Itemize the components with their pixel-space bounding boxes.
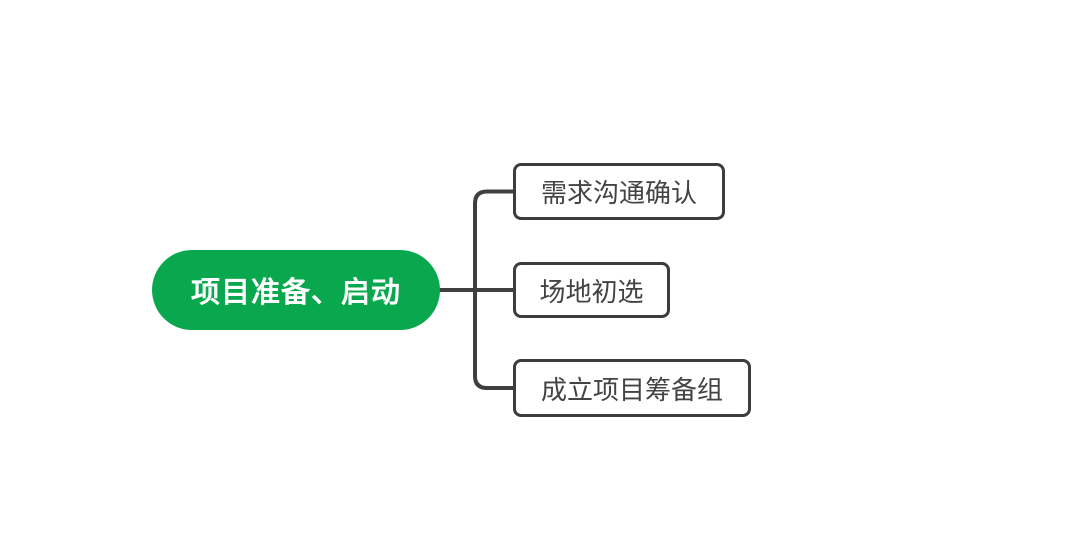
root-topic-label: 项目准备、启动 (190, 277, 401, 309)
child-topic-2[interactable]: 场地初选 (513, 262, 670, 318)
child-topic-1-label: 需求沟通确认 (540, 178, 697, 208)
child-topic-3[interactable]: 成立项目筹备组 (513, 359, 751, 417)
connector-trunk-top-bottom (473, 189, 515, 390)
child-topic-3-label: 成立项目筹备组 (540, 374, 723, 405)
child-topic-1[interactable]: 需求沟通确认 (513, 163, 725, 220)
child-topic-2-label: 场地初选 (539, 276, 644, 307)
root-topic[interactable]: 项目准备、启动 (152, 250, 440, 330)
